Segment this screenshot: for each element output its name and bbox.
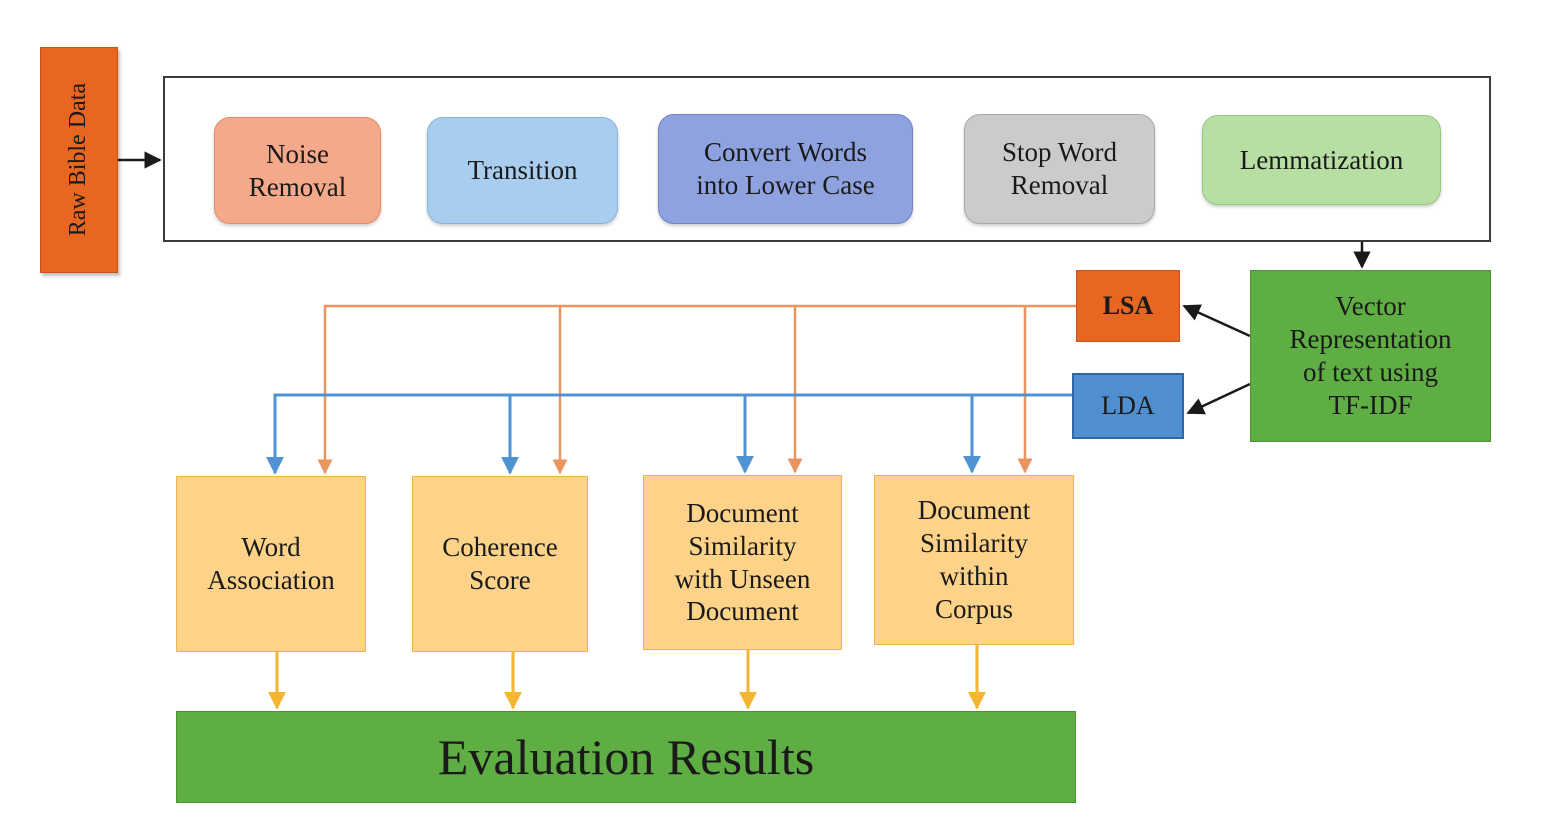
- lemmatization-node: Lemmatization: [1202, 115, 1441, 205]
- stop-word-removal-node: Stop Word Removal: [964, 114, 1155, 224]
- lda-node: LDA: [1072, 373, 1184, 439]
- arrow-vector-to-lsa: [1182, 304, 1251, 338]
- raw-bible-data-label: Raw Bible Data: [65, 83, 92, 237]
- word-association-node: Word Association: [176, 476, 366, 652]
- lda-bus-line: [266, 393, 1072, 475]
- lsa-node: LSA: [1076, 270, 1180, 342]
- lsa-connectors: [317, 304, 1076, 475]
- noise-removal-node: Noise Removal: [214, 117, 381, 224]
- lower-case-node: Convert Words into Lower Case: [658, 114, 913, 224]
- result-arrows: [268, 645, 986, 710]
- coherence-score-node: Coherence Score: [412, 476, 588, 652]
- transition-node: Transition: [427, 117, 618, 224]
- lda-connectors: [266, 393, 1072, 475]
- doc-similarity-unseen-node: Document Similarity with Unseen Document: [643, 475, 842, 650]
- evaluation-results-node: Evaluation Results: [176, 711, 1076, 803]
- vector-representation-node: Vector Representation of text using TF-I…: [1250, 270, 1491, 442]
- arrow-vector-to-lda: [1186, 382, 1251, 415]
- raw-bible-data-node: Raw Bible Data: [40, 47, 118, 273]
- doc-similarity-corpus-node: Document Similarity within Corpus: [874, 475, 1074, 645]
- lsa-bus-line: [317, 304, 1076, 475]
